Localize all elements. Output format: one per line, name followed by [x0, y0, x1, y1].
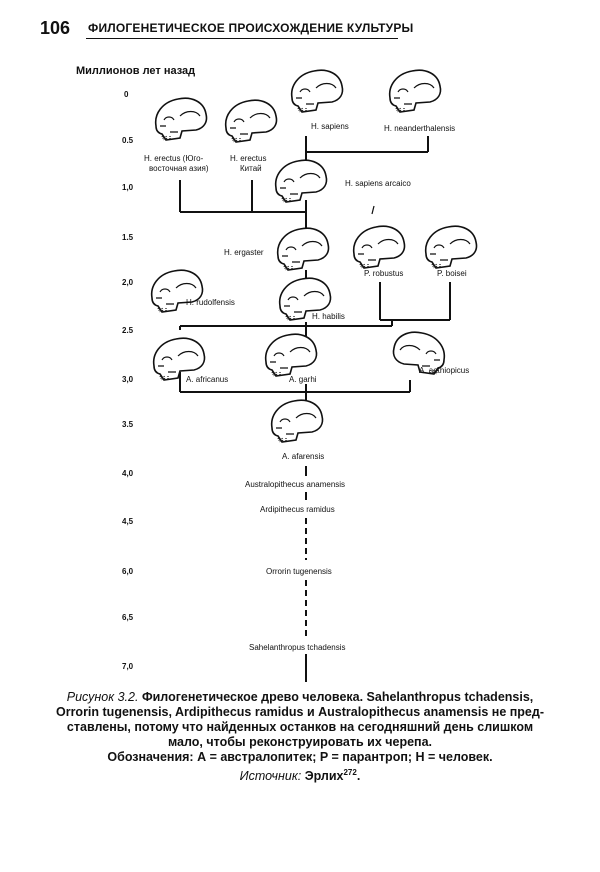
- tick-7-0: 7,0: [122, 662, 134, 671]
- h-neanderthalensis-skull: [388, 69, 442, 113]
- caption-line-3: ставлены, потому что найденных останков …: [66, 720, 534, 734]
- header-rule: [86, 38, 398, 39]
- label-h-erectus-asia-1: H. erectus (Юго-: [144, 154, 204, 163]
- source-ref: 272: [343, 768, 357, 777]
- species-labels: H. sapiens H. neanderthalensis H. erectu…: [144, 122, 469, 652]
- h-sapiens-arcaico-skull: [274, 159, 328, 203]
- label-h-erectus-asia-2: восточная азия): [149, 164, 209, 173]
- caption-line-5: Обозначения: А = австралопитек; P = пара…: [107, 750, 493, 764]
- label-a-garhi: A. garhi: [289, 375, 317, 384]
- running-title: ФИЛОГЕНЕТИЧЕСКОЕ ПРОИСХОЖДЕНИЕ КУЛЬТУРЫ: [88, 21, 414, 35]
- h-sapiens-skull: [290, 69, 344, 113]
- label-a-afarensis: A. afarensis: [282, 452, 324, 461]
- tick-0: 0: [124, 90, 129, 99]
- a-afarensis-skull: [270, 399, 324, 443]
- caption-line-1: Рисунок 3.2. Филогенетическое древо чело…: [20, 690, 580, 705]
- tick-6-5: 6,5: [122, 613, 134, 622]
- a-garhi-skull: [264, 333, 318, 377]
- tick-2-0: 2,0: [122, 278, 134, 287]
- label-h-habilis: H. habilis: [312, 312, 345, 321]
- robustus-mark: [371, 205, 375, 215]
- h-ergaster-skull: [276, 227, 330, 271]
- tick-4-5: 4,5: [122, 517, 134, 526]
- label-p-robustus: P. robustus: [364, 269, 403, 278]
- caption-line-4: мало, чтобы реконструировать их черепа.: [167, 735, 433, 749]
- tick-4-0: 4,0: [122, 469, 134, 478]
- label-ardipithecus-ramidus: Ardipithecus ramidus: [260, 505, 335, 514]
- page-header: 106 ФИЛОГЕНЕТИЧЕСКОЕ ПРОИСХОЖДЕНИЕ КУЛЬТ…: [40, 18, 560, 42]
- label-h-sapiens-arcaico: H. sapiens arcaico: [345, 179, 411, 188]
- tick-0-5: 0.5: [122, 136, 134, 145]
- phylogenetic-tree-figure: Миллионов лет назад 0 0.5 1,0 1.5 2,0 2.…: [76, 65, 478, 682]
- tick-1-5: 1.5: [122, 233, 134, 242]
- source-end: .: [356, 769, 361, 784]
- tick-3-5: 3.5: [122, 420, 134, 429]
- label-h-ergaster: H. ergaster: [224, 248, 264, 257]
- label-h-neanderthalensis: H. neanderthalensis: [384, 124, 455, 133]
- axis-title: Миллионов лет назад: [76, 65, 195, 77]
- caption-source: Источник: Эрлих272.: [20, 765, 580, 784]
- tick-3-0: 3,0: [122, 375, 134, 384]
- source-label: Источник:: [239, 769, 302, 784]
- h-erectus-asia-skull: [154, 97, 208, 141]
- caption-label: Рисунок 3.2.: [66, 690, 139, 704]
- h-erectus-china-skull: [224, 99, 278, 143]
- label-australopithecus-anamensis: Australopithecus anamensis: [245, 480, 345, 489]
- a-africanus-skull: [152, 337, 206, 381]
- skull-illustrations: [150, 69, 478, 443]
- label-p-boisei: P. boisei: [437, 269, 467, 278]
- label-h-rudolfensis: H. rudolfensis: [186, 298, 235, 307]
- label-h-erectus-china-1: H. erectus: [230, 154, 266, 163]
- label-sahelanthropus-tchadensis: Sahelanthropus tchadensis: [249, 643, 346, 652]
- caption-text-1: Филогенетическое древо человека. Sahelan…: [141, 690, 534, 704]
- p-robustus-skull: [352, 225, 406, 269]
- tick-2-5: 2.5: [122, 326, 134, 335]
- time-axis-ticks: 0 0.5 1,0 1.5 2,0 2.5 3,0 3.5 4,0 4,5 6,…: [122, 90, 134, 671]
- tree-branches: [179, 136, 451, 682]
- caption-line-2: Orrorin tugenensis, Ardipithecus ramidus…: [55, 705, 544, 719]
- label-orrorin-tugenensis: Orrorin tugenensis: [266, 567, 332, 576]
- tick-1-0: 1,0: [122, 183, 134, 192]
- label-h-erectus-china-2: Китай: [240, 164, 262, 173]
- label-a-aethiopicus: A. aethiopicus: [419, 366, 469, 375]
- label-a-africanus: A. africanus: [186, 375, 228, 384]
- source-name: Эрлих: [304, 769, 344, 784]
- figure-caption: Рисунок 3.2. Филогенетическое древо чело…: [20, 690, 580, 784]
- tick-6-0: 6,0: [122, 567, 134, 576]
- p-boisei-skull: [424, 225, 478, 269]
- label-h-sapiens: H. sapiens: [311, 122, 349, 131]
- page-number: 106: [40, 18, 71, 38]
